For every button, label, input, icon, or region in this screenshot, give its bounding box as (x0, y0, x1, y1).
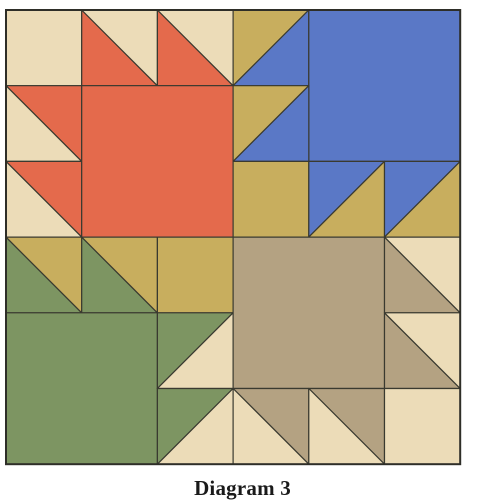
corner-square (385, 389, 461, 465)
red-paw-square (82, 86, 233, 237)
taupe-paw-square (233, 237, 384, 388)
figure-caption: Diagram 3 (0, 476, 485, 501)
corner-square (6, 10, 82, 86)
corner-square (233, 161, 309, 237)
blue-paw-square (309, 10, 460, 161)
bear-paw-quilt-block (0, 0, 485, 470)
green-paw-square (6, 313, 157, 464)
corner-square (157, 237, 233, 313)
